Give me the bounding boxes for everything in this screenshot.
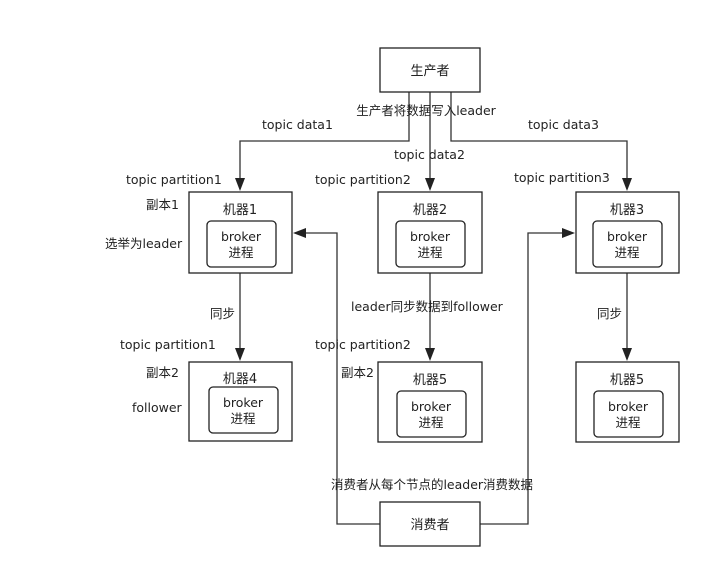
broker-label: broker: [411, 399, 452, 414]
machine5a-node: 机器5 broker 进程: [377, 361, 483, 443]
broker-label: broker: [223, 395, 264, 410]
connectors: [235, 92, 632, 525]
arrowhead-consumer-machine1: [293, 228, 306, 238]
topic-data2-label: topic data2: [394, 147, 465, 162]
topic-data3-label: topic data3: [528, 117, 599, 132]
broker-label: broker: [608, 399, 649, 414]
consumer-to-machine1-line: [301, 232, 380, 525]
consumer-label: 消费者: [410, 518, 449, 533]
topic-data1-label: topic data1: [262, 117, 333, 132]
replica2-mid-label: 副本2: [341, 365, 374, 380]
machine5a-label: 机器5: [413, 373, 447, 388]
machine3-node: 机器3 broker 进程: [575, 191, 680, 274]
broker-label: broker: [607, 229, 648, 244]
producer-label: 生产者: [410, 64, 449, 79]
machine4-node: 机器4 broker 进程: [188, 361, 293, 442]
broker-process-box: [395, 220, 466, 268]
process-label: 进程: [418, 415, 444, 430]
follower-label: follower: [132, 400, 183, 415]
topic-partition1-top-label: topic partition1: [126, 172, 222, 187]
topic-partition1-bottom-label: topic partition1: [120, 337, 216, 352]
machine5b-node: 机器5 broker 进程: [575, 361, 680, 443]
broker-process-box: [206, 220, 277, 268]
broker-label: broker: [410, 229, 451, 244]
machine2-label: 机器2: [413, 203, 447, 218]
machine3-label: 机器3: [610, 203, 644, 218]
machine5b-label: 机器5: [610, 373, 644, 388]
consumer-node: 消费者: [379, 501, 481, 547]
topic-partition2-top-label: topic partition2: [315, 172, 411, 187]
process-label: 进程: [230, 411, 256, 426]
broker-process-box: [593, 390, 664, 438]
arrowhead-machine3: [622, 178, 632, 191]
sync-left-label: 同步: [210, 306, 235, 321]
process-label: 进程: [614, 245, 640, 260]
replica1-label: 副本1: [146, 197, 179, 212]
replica2-left-label: 副本2: [146, 365, 179, 380]
broker-process-box: [592, 220, 663, 268]
machine2-node: 机器2 broker 进程: [377, 191, 483, 274]
machine4-label: 机器4: [223, 372, 257, 387]
arrowhead-machine2: [425, 178, 435, 191]
arrowhead-machine5b: [622, 348, 632, 361]
producer-writes-label: 生产者将数据写入leader: [356, 103, 496, 118]
consumer-to-machine3-line: [480, 232, 567, 525]
broker-process-box: [396, 390, 467, 438]
process-label: 进程: [417, 245, 443, 260]
elect-leader-label: 选举为leader: [105, 236, 183, 251]
process-label: 进程: [615, 415, 641, 430]
arrowhead-consumer-machine3: [562, 228, 575, 238]
arrowhead-machine4: [235, 348, 245, 361]
arrowhead-machine1: [235, 178, 245, 191]
topic-partition3-top-label: topic partition3: [514, 170, 610, 185]
consumer-reads-label: 消费者从每个节点的leader消费数据: [331, 477, 533, 492]
producer-to-machine3-line: [450, 92, 628, 183]
arrowhead-machine5a: [425, 348, 435, 361]
broker-label: broker: [221, 229, 262, 244]
annotations: 生产者将数据写入leader topic data1 topic data2 t…: [105, 103, 622, 492]
producer-to-machine1-line: [239, 92, 410, 183]
sync-right-label: 同步: [597, 306, 622, 321]
process-label: 进程: [228, 245, 254, 260]
topic-partition2-bottom-label: topic partition2: [315, 337, 411, 352]
machine1-label: 机器1: [223, 203, 257, 218]
producer-node: 生产者: [379, 47, 481, 93]
broker-process-box: [208, 386, 279, 434]
machine1-node: 机器1 broker 进程: [188, 191, 293, 274]
leader-sync-label: leader同步数据到follower: [351, 299, 504, 314]
